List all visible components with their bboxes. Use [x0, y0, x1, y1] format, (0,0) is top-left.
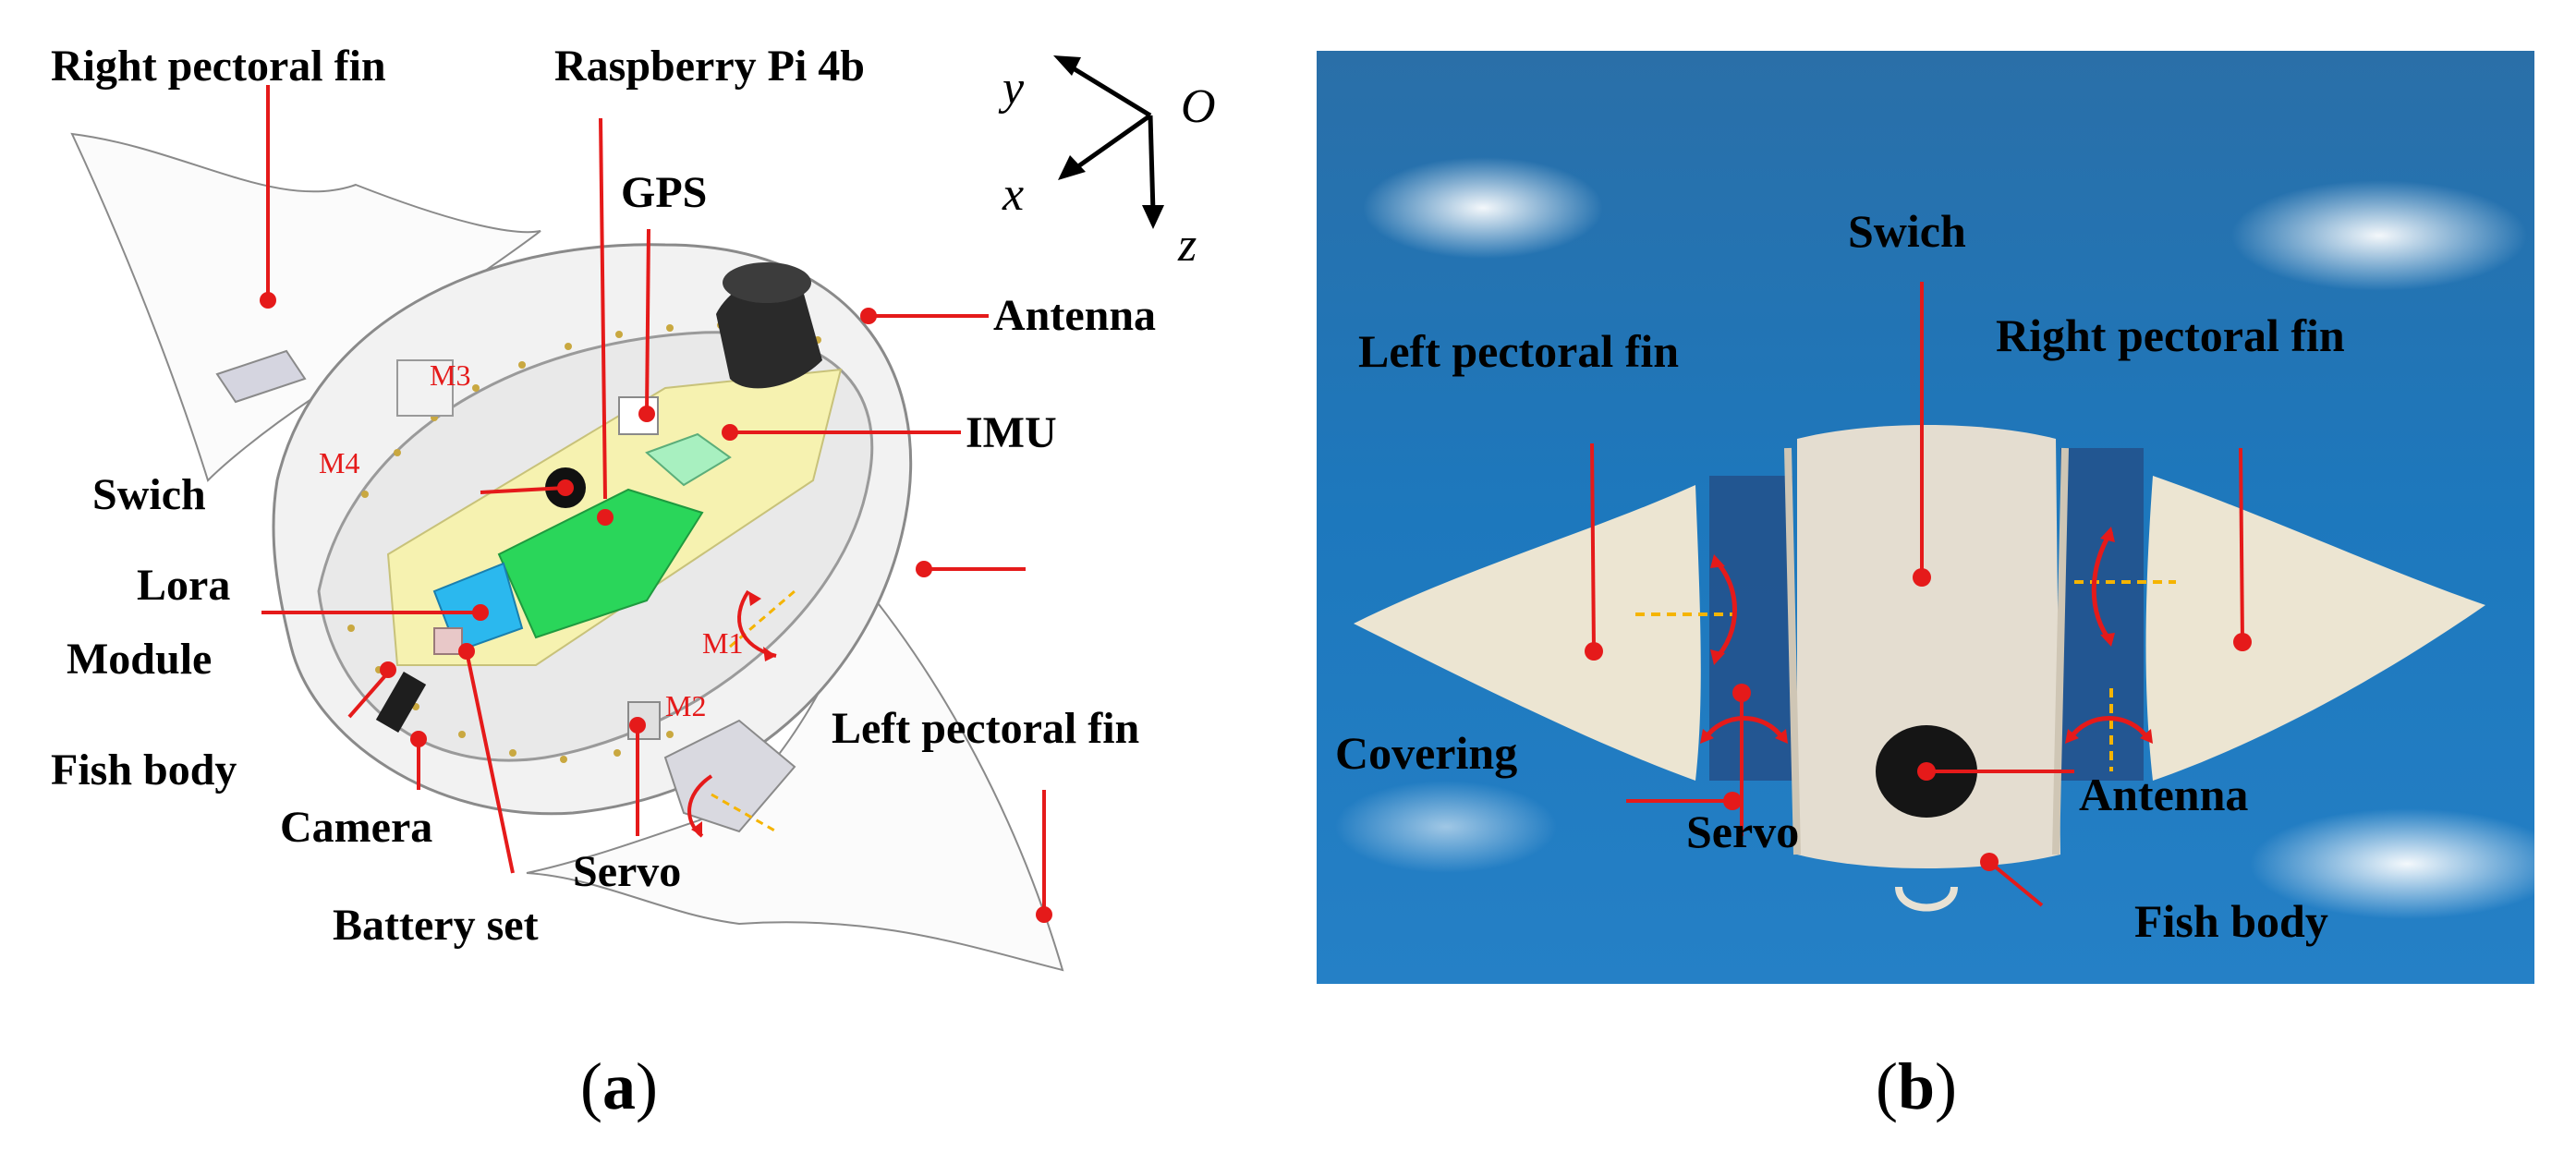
coordinate-axes-icon — [1065, 62, 1156, 213]
label-battery-set: Battery set — [333, 901, 539, 950]
label-fish-body-b: Fish body — [2134, 895, 2328, 947]
motor-label-m3: M3 — [430, 358, 471, 392]
label-gps: GPS — [621, 168, 708, 217]
label-left-pectoral-fin-b: Left pectoral fin — [1358, 325, 1680, 377]
axis-label-o: O — [1181, 80, 1216, 133]
caption-b: (b) — [1876, 1049, 1958, 1123]
label-right-pectoral-fin-b: Right pectoral fin — [1996, 309, 2345, 361]
motor-label-m2: M2 — [665, 689, 707, 722]
label-raspberry-pi: Raspberry Pi 4b — [554, 42, 865, 91]
rotation-arrow-icon — [1702, 529, 2151, 741]
label-lora-line1: Lora — [137, 561, 231, 610]
label-lora-line2: Module — [67, 635, 213, 684]
motor-label-m1: M1 — [702, 626, 744, 660]
label-covering: Covering — [1335, 727, 1518, 779]
caption-a: (a) — [580, 1049, 658, 1123]
label-swich-b: Swich — [1848, 205, 1966, 257]
label-servo-a: Servo — [573, 847, 682, 896]
label-swich-a: Swich — [92, 470, 206, 519]
photo-scene — [1317, 51, 2534, 984]
axis-label-z: z — [1178, 219, 1197, 272]
motor-label-m4: M4 — [319, 446, 360, 479]
label-antenna-a: Antenna — [993, 291, 1157, 340]
label-right-pectoral-fin-a: Right pectoral fin — [51, 42, 386, 91]
label-camera: Camera — [280, 803, 433, 852]
label-left-pectoral-fin-a: Left pectoral fin — [832, 704, 1140, 753]
panel-b-photo — [1317, 51, 2534, 984]
label-antenna-b: Antenna — [2079, 769, 2249, 820]
axis-label-x: x — [1002, 168, 1025, 221]
label-servo-b: Servo — [1686, 806, 1800, 857]
axis-label-y: y — [1002, 62, 1025, 115]
label-fish-body-a: Fish body — [51, 746, 237, 794]
panel-a-drawing — [70, 55, 1164, 972]
label-imu: IMU — [966, 408, 1057, 457]
